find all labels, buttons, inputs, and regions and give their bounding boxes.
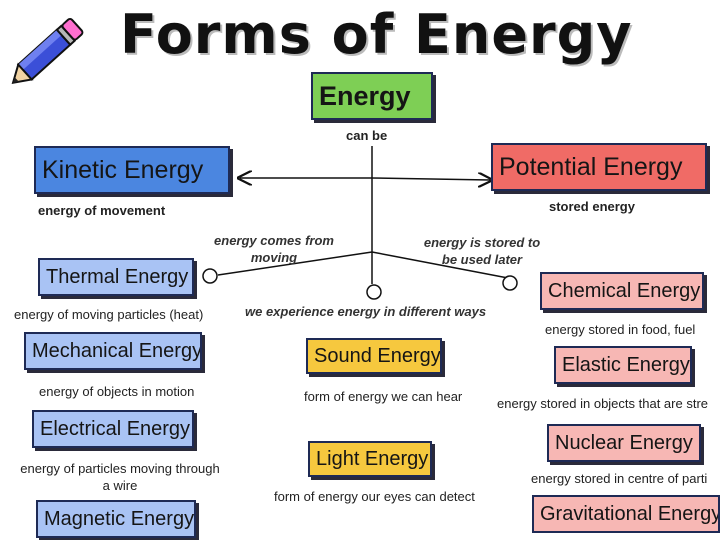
thermal-energy-label: Thermal Energy [46, 266, 188, 289]
electrical-description: energy of particles moving through a wir… [12, 460, 228, 494]
gravitational-energy-label: Gravitational Energy [540, 503, 720, 526]
thermal-description: energy of moving particles (heat) [14, 306, 203, 323]
elastic-energy-box: Elastic Energy [554, 346, 692, 384]
sound-description: form of energy we can hear [304, 388, 462, 405]
potential-energy-label: Potential Energy [499, 153, 682, 182]
node-potential-forms [503, 276, 517, 290]
energy-box: Energy [311, 72, 433, 120]
gravitational-energy-box: Gravitational Energy [532, 495, 720, 533]
node-kinetic-forms [203, 269, 217, 283]
mechanical-description: energy of objects in motion [39, 383, 194, 400]
light-energy-box: Light Energy [308, 441, 432, 477]
potential-description: stored energy [549, 198, 635, 215]
mechanical-energy-box: Mechanical Energy [24, 332, 202, 370]
electrical-energy-label: Electrical Energy [40, 418, 190, 441]
arrow-to-potential [372, 178, 490, 180]
energy-label: Energy [319, 81, 411, 112]
thermal-energy-box: Thermal Energy [38, 258, 194, 296]
sound-energy-box: Sound Energy [306, 338, 442, 374]
light-description: form of energy our eyes can detect [274, 488, 475, 505]
elastic-energy-label: Elastic Energy [562, 354, 690, 377]
stored-label: energy is stored to be used later [412, 234, 552, 268]
elastic-description: energy stored in objects that are stre [497, 395, 720, 412]
electrical-energy-box: Electrical Energy [32, 410, 194, 448]
kinetic-energy-box: Kinetic Energy [34, 146, 230, 194]
magnetic-energy-label: Magnetic Energy [44, 508, 194, 531]
potential-energy-box: Potential Energy [491, 143, 707, 191]
chemical-energy-box: Chemical Energy [540, 272, 704, 310]
mechanical-energy-label: Mechanical Energy [32, 340, 202, 363]
kinetic-energy-label: Kinetic Energy [42, 156, 203, 185]
node-experience-forms [367, 285, 381, 299]
nuclear-description: energy stored in centre of parti [531, 470, 720, 487]
light-energy-label: Light Energy [316, 448, 428, 471]
sound-energy-label: Sound Energy [314, 345, 441, 368]
chemical-energy-label: Chemical Energy [548, 280, 700, 303]
experience-label: we experience energy in different ways [245, 303, 486, 320]
chemical-description: energy stored in food, fuel [545, 321, 695, 338]
nuclear-energy-box: Nuclear Energy [547, 424, 701, 462]
magnetic-energy-box: Magnetic Energy [36, 500, 196, 538]
comes-from-label: energy comes from moving [204, 232, 344, 266]
kinetic-description: energy of movement [38, 202, 165, 219]
can-be-label: can be [346, 127, 387, 144]
nuclear-energy-label: Nuclear Energy [555, 432, 693, 455]
